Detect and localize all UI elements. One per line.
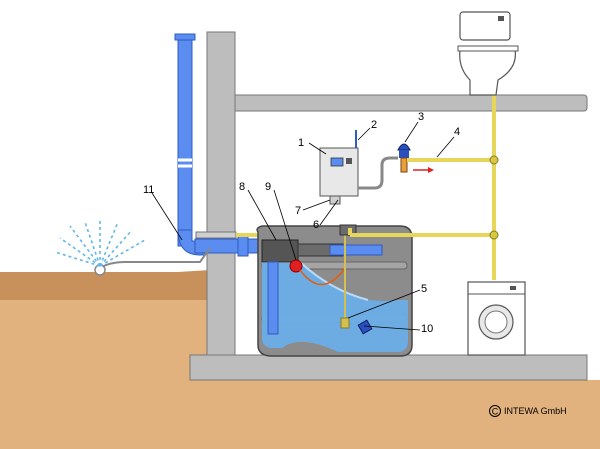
- toilet-flush-button: [498, 16, 504, 21]
- label-3: 3: [418, 111, 424, 123]
- suction-filter: [340, 317, 350, 329]
- floor-slab: [189, 354, 588, 381]
- label-7: 7: [295, 205, 301, 217]
- washing-machine-drum: [484, 310, 508, 334]
- solenoid-valve: [397, 143, 411, 151]
- label-6: 6: [313, 219, 319, 231]
- sprinkler-head: [94, 264, 106, 276]
- control-terminal-7: [329, 195, 341, 205]
- soil-surface: [0, 270, 210, 300]
- sprinkler-water-spray: [54, 220, 146, 267]
- label-5: 5: [421, 283, 427, 295]
- flow-arrow-head: [428, 167, 434, 173]
- control-unit: [319, 147, 359, 197]
- solenoid-valve-body: [399, 150, 409, 158]
- calmed-inlet-pipe: [267, 261, 279, 335]
- leader-lines: [151, 121, 455, 331]
- label-2: 2: [371, 119, 377, 131]
- label-11: 11: [143, 184, 154, 196]
- wall-fitting: [195, 231, 237, 239]
- house-wall: [206, 31, 236, 356]
- control-display: [330, 157, 344, 167]
- overflow-pipe: [329, 244, 383, 256]
- floating-suction: [357, 319, 373, 335]
- feed-pipe-coupling: [237, 235, 249, 257]
- feed-pipe: [194, 238, 266, 254]
- copyright-notice: C INTEWA GmbH: [489, 405, 567, 417]
- downpipe: [177, 35, 193, 247]
- toilet-bowl: [459, 49, 516, 96]
- upper-floor-slab: [206, 94, 588, 112]
- label-8: 8: [239, 181, 245, 193]
- washing-machine-knob: [510, 286, 516, 290]
- pipe-tee: [489, 230, 499, 240]
- control-water-line: [358, 156, 398, 190]
- label-10: 10: [421, 323, 433, 335]
- toilet-cistern: [459, 11, 511, 41]
- label-9: 9: [265, 181, 271, 193]
- toilet-seat: [457, 45, 519, 52]
- copyright-symbol-circle: [489, 405, 501, 417]
- copyright-text: INTEWA GmbH: [504, 406, 567, 416]
- valve-fitting: [400, 157, 408, 173]
- label-1: 1: [298, 137, 304, 149]
- filter-unit: [261, 239, 299, 263]
- label-4: 4: [454, 126, 460, 138]
- downpipe-top-cap: [174, 33, 196, 41]
- copyright-symbol: C: [492, 407, 499, 417]
- ground: [0, 300, 600, 449]
- control-indicator: [346, 158, 352, 164]
- pipe-tee: [489, 155, 499, 165]
